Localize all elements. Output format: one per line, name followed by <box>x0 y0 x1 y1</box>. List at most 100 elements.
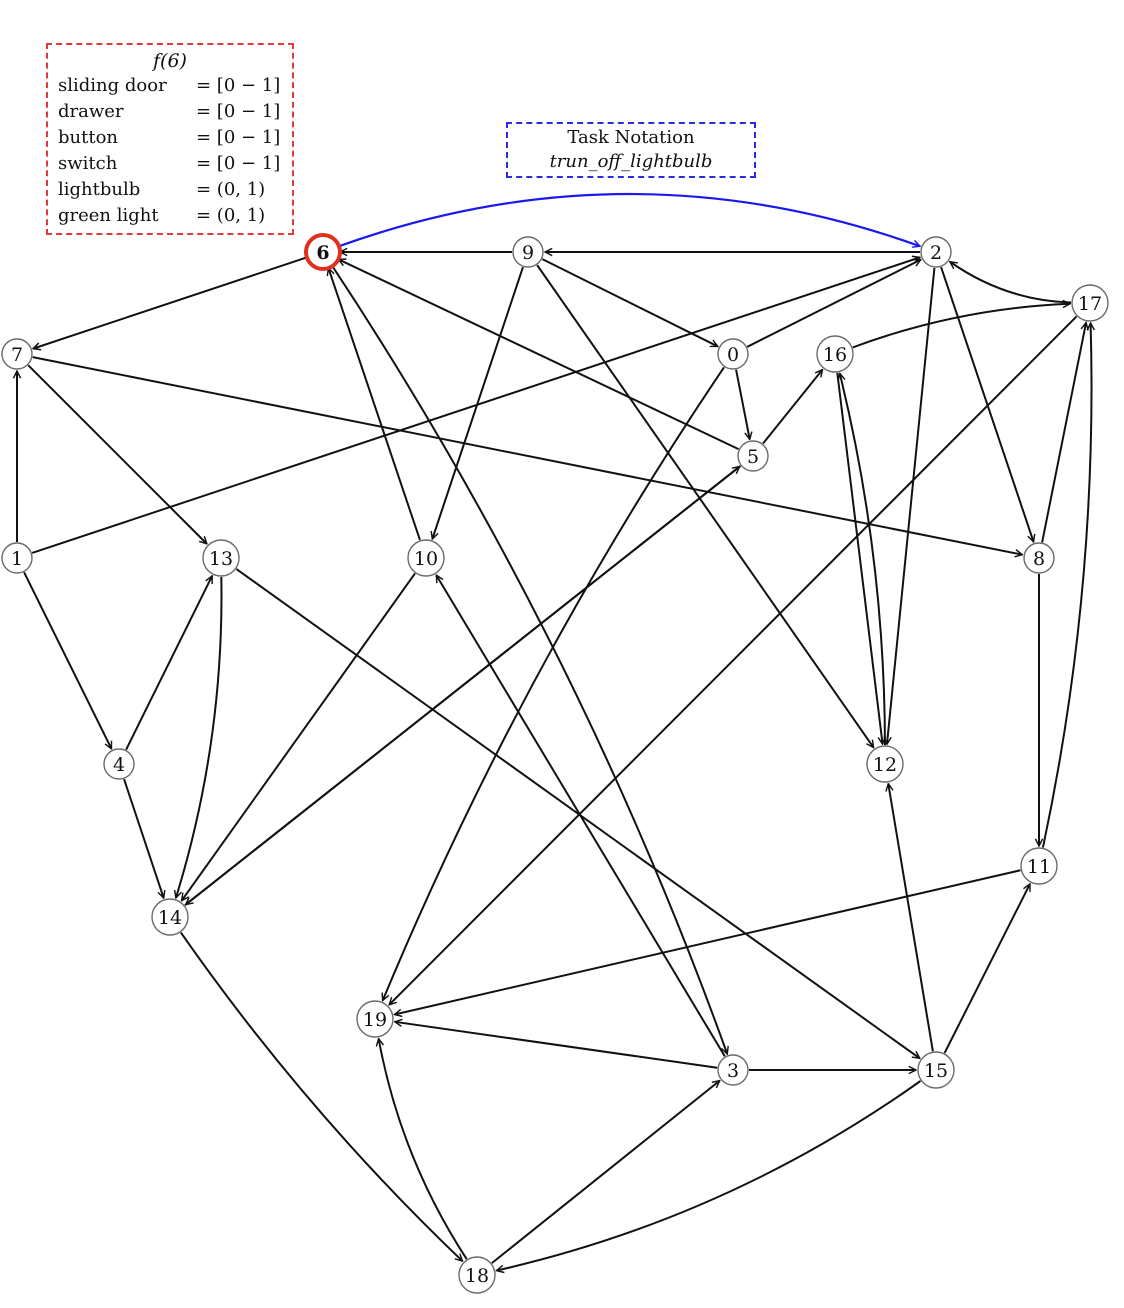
graph-node: 14 <box>151 898 189 936</box>
legend-key: lightbulb <box>58 179 141 200</box>
graph-node: 19 <box>356 1000 394 1038</box>
graph-node: 12 <box>866 745 904 783</box>
graph-node: 7 <box>1 338 33 370</box>
graph-node: 17 <box>1071 284 1109 322</box>
node-label: 17 <box>1078 293 1102 315</box>
graph-edge <box>328 268 421 541</box>
legend-row-button: button = [0 − 1] <box>58 125 282 151</box>
graph-edge <box>379 1039 468 1260</box>
legend-row-lightbulb: lightbulb = (0, 1) <box>58 177 282 203</box>
graph-edge <box>395 1022 718 1069</box>
task-notation-box: Task Notation trun_off_lightbulb <box>506 122 756 178</box>
legend-key: button <box>58 127 119 148</box>
graph-edge <box>836 372 882 744</box>
graph-node: 18 <box>458 1256 496 1294</box>
task-notation-title: Task Notation <box>567 127 695 148</box>
node-label: 11 <box>1027 856 1051 878</box>
graph-node: 9 <box>512 236 544 268</box>
graph-edge <box>338 258 739 451</box>
graph-edge <box>887 267 936 744</box>
graph-edge <box>125 576 214 751</box>
graph-edge <box>497 1080 922 1271</box>
node-label: 4 <box>113 754 125 776</box>
graph-edge <box>950 262 1072 304</box>
node-label: 9 <box>522 242 534 264</box>
graph-edge <box>33 256 309 349</box>
node-label: 18 <box>465 1265 489 1287</box>
graph-edge <box>123 778 164 898</box>
node-label: 12 <box>873 754 897 776</box>
graph-edge <box>330 264 727 1054</box>
graph-edge <box>182 572 416 900</box>
graph-edge <box>176 576 223 898</box>
legend-value: = (0, 1) <box>196 179 266 200</box>
graph-edge <box>184 467 740 906</box>
node-label: 7 <box>11 344 23 366</box>
node-layer: 6 9 2 17 7 0 16 5 1 13 10 8 4 12 11 14 19 3 15 18 <box>1 233 1109 1294</box>
node-label: 10 <box>414 548 438 570</box>
graph-edge <box>389 315 1078 1004</box>
node-label: 0 <box>727 344 739 366</box>
graph-edge <box>840 373 886 746</box>
node-label: 8 <box>1033 548 1045 570</box>
node-label: 14 <box>158 907 182 929</box>
legend-title: f(6) <box>153 50 187 72</box>
graph-edge <box>852 304 1070 349</box>
graph-edge <box>541 258 717 348</box>
node-label: 2 <box>930 242 942 264</box>
node-label: 13 <box>209 548 233 570</box>
node-label: 6 <box>316 242 329 264</box>
node-label: 5 <box>747 446 759 468</box>
graph-node: 13 <box>202 539 240 577</box>
graph-edge <box>491 1081 720 1264</box>
graph-edge <box>394 869 1021 1014</box>
node-label: 19 <box>363 1009 387 1031</box>
graph-node: 3 <box>717 1054 749 1086</box>
task-name: trun_off_lightbulb <box>549 151 713 172</box>
legend-value: = [0 − 1] <box>196 127 281 148</box>
graph-edge <box>762 370 822 445</box>
graph-node: 11 <box>1020 847 1058 885</box>
graph-node: 8 <box>1023 542 1055 574</box>
legend-value: = [0 − 1] <box>196 153 281 174</box>
edge-layer <box>17 193 1092 1271</box>
legend-value: = (0, 1) <box>196 205 266 226</box>
legend-row-drawer: drawer = [0 − 1] <box>58 99 282 125</box>
graph-edge <box>943 884 1031 1054</box>
graph-node: 15 <box>917 1051 955 1089</box>
graph-node: 2 <box>920 236 952 268</box>
graph-edge <box>235 568 919 1058</box>
task-edge <box>337 193 920 247</box>
graph-edge <box>23 571 113 748</box>
graph-node: 0 <box>717 338 749 370</box>
legend-key: sliding door <box>58 75 167 96</box>
state-function-legend: f(6) sliding door = [0 − 1] drawer = [0 … <box>46 43 294 235</box>
graph-edge <box>432 266 524 539</box>
graph-node: 1 <box>1 542 33 574</box>
legend-key: green light <box>58 205 159 226</box>
graph-edge <box>1041 323 1086 543</box>
node-label: 1 <box>11 548 23 570</box>
legend-row-sliding-door: sliding door = [0 − 1] <box>58 73 282 99</box>
graph-node: 4 <box>103 748 135 780</box>
graph-node: 5 <box>737 440 769 472</box>
graph-edge <box>888 784 934 1052</box>
graph-edge <box>746 258 921 348</box>
legend-row-green-light: green light = (0, 1) <box>58 203 282 229</box>
graph-node-highlighted: 6 <box>304 233 342 271</box>
legend-key: drawer <box>58 101 124 122</box>
legend-key: switch <box>58 153 118 174</box>
node-label: 15 <box>924 1060 948 1082</box>
graph-edge <box>180 932 463 1262</box>
legend-value: = [0 − 1] <box>196 75 281 96</box>
node-label: 16 <box>823 344 847 366</box>
graph-edge <box>536 264 873 747</box>
graph-edge <box>32 356 1023 555</box>
graph-edge <box>383 366 725 1000</box>
graph-edge <box>1041 323 1092 848</box>
legend-value: = [0 − 1] <box>196 101 281 122</box>
node-label: 3 <box>727 1060 739 1082</box>
graph-edge <box>735 369 750 440</box>
legend-row-switch: switch = [0 − 1] <box>58 151 282 177</box>
